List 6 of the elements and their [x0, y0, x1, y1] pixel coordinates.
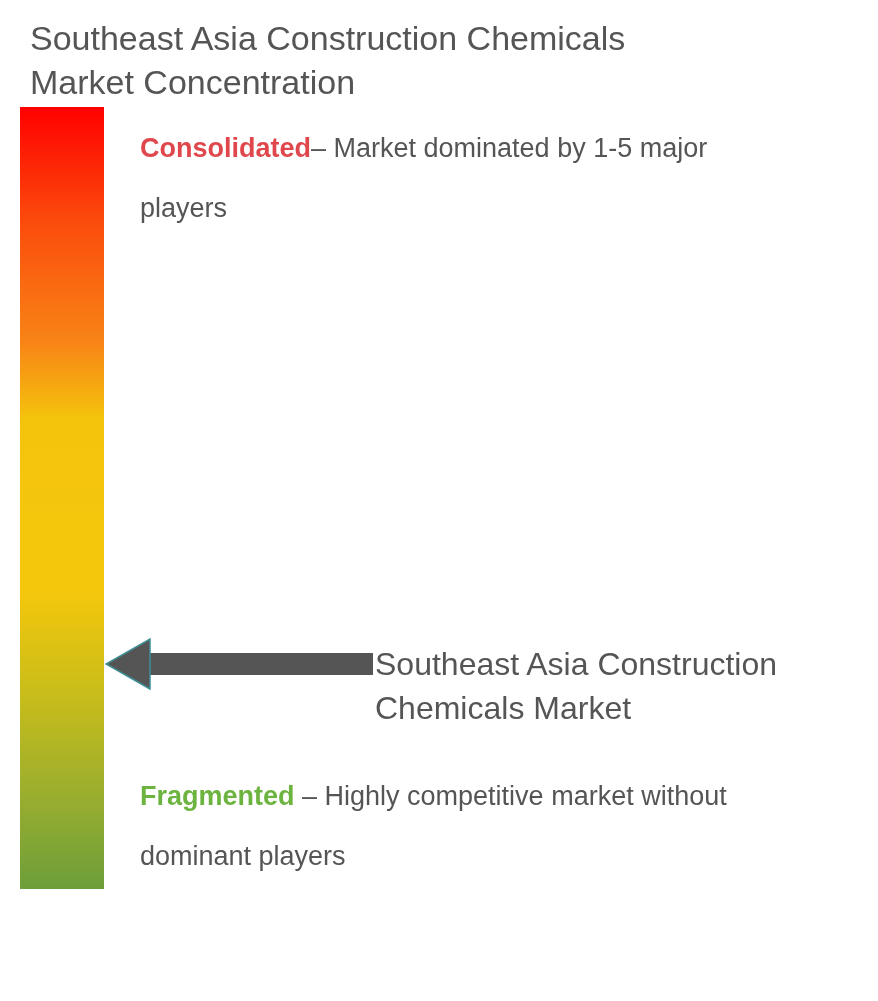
arrow [105, 638, 373, 690]
chart-title: Southeast Asia Construction Chemicals Market Concentration [30, 18, 627, 103]
consolidated-note: Consolidated– Market dominated by 1-5 major players [140, 132, 709, 225]
market-label: Southeast Asia Construction Chemicals Market [375, 642, 845, 730]
gradient-bar [20, 107, 104, 889]
fragmented-note: Fragmented – Highly competitive market without dominant players [140, 780, 728, 873]
